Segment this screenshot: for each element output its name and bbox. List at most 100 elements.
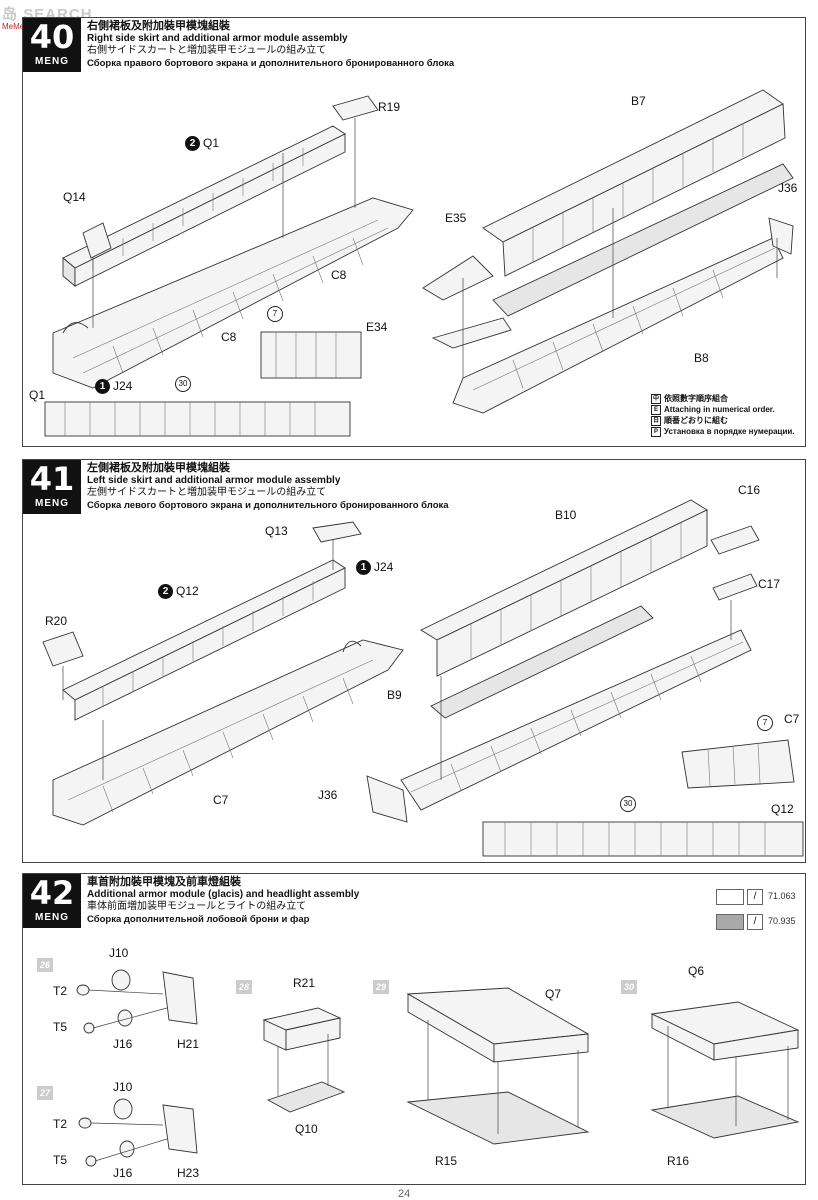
title-zh: 右側裙板及附加裝甲模塊組裝: [87, 20, 230, 32]
paint-code-2: 70.935: [768, 916, 796, 926]
paint-swatch-1: [716, 889, 744, 905]
j36-drawing: [366, 775, 408, 823]
label-c16: C16: [738, 483, 761, 497]
substep-27: 27: [37, 1086, 53, 1100]
title-zh: 車首附加裝甲模塊及前車燈組裝: [87, 876, 241, 888]
r21-q10-drawing: [262, 1007, 346, 1113]
page-number: 24: [398, 1188, 411, 1200]
label-r16: R16: [667, 1154, 690, 1168]
label-r21: R21: [293, 976, 316, 990]
right-skirt-assembled-drawing: [422, 89, 794, 414]
q12-strip-drawing: [482, 821, 804, 857]
label-j16: J16: [113, 1037, 133, 1051]
label-t2: T2: [53, 1117, 68, 1131]
label-h23: H23: [177, 1166, 200, 1180]
label-q12-strip: Q12: [771, 802, 794, 816]
substep-26: 26: [37, 958, 53, 972]
order-circle-2: 2: [158, 584, 173, 600]
label-q14: Q14: [63, 190, 86, 204]
label-q7: Q7: [545, 987, 562, 1001]
q6-r16-drawing: [650, 1001, 800, 1139]
step-number: 40: [29, 18, 75, 56]
headlight-h21-drawing: [76, 969, 198, 1034]
label-t2: T2: [53, 984, 68, 998]
label-e34: E34: [366, 320, 388, 334]
label-c8-detail: C8: [221, 330, 237, 344]
label-r19: R19: [378, 100, 401, 114]
title-ru: Сборка правого бортового экрана и дополн…: [87, 57, 455, 69]
label-b7: B7: [631, 94, 646, 108]
label-h21: H21: [177, 1037, 200, 1051]
step-heading: 右側裙板及附加裝甲模塊組裝 Right side skirt and addit…: [87, 20, 454, 70]
qty-circle-30: 30: [620, 796, 636, 812]
label-j36: J36: [318, 788, 338, 802]
label-t5: T5: [53, 1020, 68, 1034]
q1-strip-drawing: [44, 401, 351, 437]
step-heading: 車首附加裝甲模塊及前車燈組裝 Additional armor module (…: [87, 876, 359, 926]
title-ru: Сборка левого бортового экрана и дополни…: [87, 499, 449, 511]
legend-row: 中依照數字順序組合: [651, 393, 728, 404]
label-c17: C17: [758, 577, 781, 591]
label-j10: J10: [109, 946, 129, 960]
label-b10: B10: [555, 508, 577, 522]
step-number-badge: 41 MENG: [23, 460, 81, 514]
title-ja: 左側サイドスカートと増加装甲モジュールの組み立て: [87, 487, 327, 498]
c8-detail-drawing: [260, 331, 362, 379]
label-b8: B8: [694, 351, 709, 365]
label-q1-strip: Q1: [29, 388, 46, 402]
brush-icon: /: [747, 889, 763, 905]
step-number-badge: 40 MENG: [23, 18, 81, 72]
title-ja: 車体前面増加装甲モジュールとライトの組み立て: [87, 901, 307, 912]
label-q13: Q13: [265, 524, 288, 538]
title-en: Additional armor module (glacis) and hea…: [87, 888, 360, 900]
label-j36: J36: [778, 181, 798, 195]
label-c7-detail: C7: [784, 712, 800, 726]
substep-30: 30: [621, 980, 637, 994]
paint-swatch-2: [716, 914, 744, 930]
step-41-panel: 41 MENG 左側裙板及附加裝甲模塊組裝 Left side skirt an…: [22, 459, 806, 863]
step-42-panel: 42 MENG 車首附加裝甲模塊及前車燈組裝 Additional armor …: [22, 873, 806, 1185]
label-b9: B9: [387, 688, 402, 702]
legend-row: 日順番どおりに組む: [651, 415, 728, 426]
step-number: 42: [29, 874, 75, 912]
brand-logo: MENG: [35, 498, 69, 509]
step-40-panel: 40 MENG 右側裙板及附加裝甲模塊組裝 Right side skirt a…: [22, 17, 806, 447]
label-q6: Q6: [688, 964, 705, 978]
brush-icon: /: [747, 914, 763, 930]
brand-logo: MENG: [35, 56, 69, 67]
substep-29: 29: [373, 980, 389, 994]
title-en: Left side skirt and additional armor mod…: [87, 474, 341, 486]
right-skirt-drawing: [52, 95, 414, 389]
substep-28: 28: [236, 980, 252, 994]
title-zh: 左側裙板及附加裝甲模塊組裝: [87, 462, 230, 474]
step-number-badge: 42 MENG: [23, 874, 81, 928]
title-en: Right side skirt and additional armor mo…: [87, 32, 348, 44]
step-number: 41: [29, 460, 75, 498]
label-q10: Q10: [295, 1122, 318, 1136]
label-e35: E35: [445, 211, 467, 225]
order-circle-1: 1: [356, 560, 371, 576]
order-circle-1: 1: [95, 379, 110, 395]
left-skirt-assembled-drawing: [400, 499, 760, 811]
brand-logo: MENG: [35, 912, 69, 923]
left-skirt-drawing: [42, 521, 404, 826]
step-heading: 左側裙板及附加裝甲模塊組裝 Left side skirt and additi…: [87, 462, 449, 512]
qty-circle-30: 30: [175, 376, 191, 392]
label-t5: T5: [53, 1153, 68, 1167]
order-circle-2: 2: [185, 136, 200, 152]
qty-circle-7: 7: [267, 306, 283, 322]
title-ja: 右側サイドスカートと増加装甲モジュールの組み立て: [87, 45, 327, 56]
headlight-h23-drawing: [78, 1098, 198, 1167]
c7-detail-drawing: [681, 739, 795, 789]
q7-r15-drawing: [406, 987, 590, 1145]
qty-circle-7: 7: [757, 715, 773, 731]
label-j16: J16: [113, 1166, 133, 1180]
label-c7: C7: [213, 793, 229, 807]
